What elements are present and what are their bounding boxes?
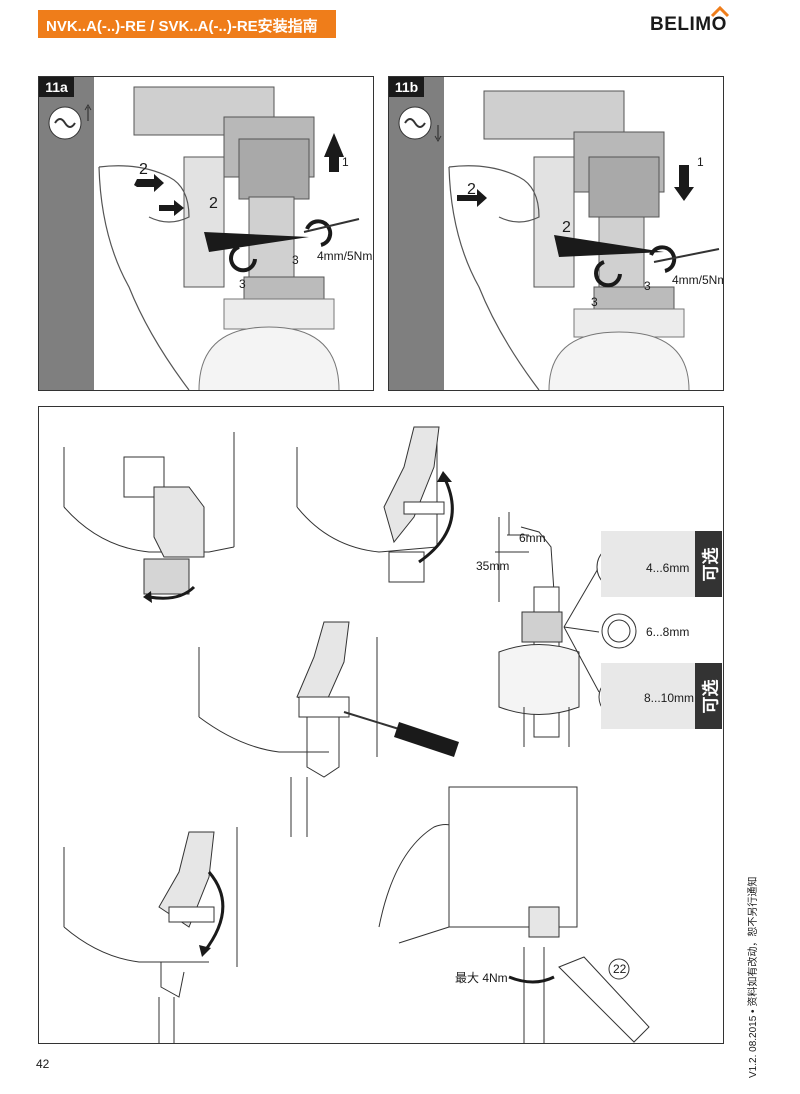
optional-option-box [601,663,697,729]
panel-11a: 11a 2 2 1 3 3 4mm/5Nm [38,76,374,391]
wrench-size-label: 22 [613,962,627,976]
brand-name: BELIMO [650,14,727,35]
step-3-label: 3 [292,253,299,267]
torque-label: 4mm/5Nm [317,249,373,263]
step-1-label: 1 [342,155,349,169]
step-3-label: 3 [644,279,651,293]
ring-size-large: 8...10mm [644,691,695,705]
strip-length-short: 6mm [519,531,546,545]
wiring-panel: 可选 可选 6mm 35mm 4...6mm 6...8mm 8...10mm … [38,406,724,1044]
step-3-label: 3 [239,277,246,291]
panel-tag: 11b [389,77,424,97]
optional-option-box [601,531,697,597]
logo-accent-icon [710,6,730,18]
step-2-label: 2 [562,219,571,236]
optional-badge: 可选 [695,663,722,729]
header-title-bar: NVK..A(-..)-RE / SVK..A(-..)-RE安装指南 [38,10,336,38]
step-2-label: 2 [139,161,148,178]
optional-label: 可选 [701,547,720,581]
strip-length-long: 35mm [476,559,510,573]
step-2-label: 2 [209,195,218,212]
torque-label: 4mm/5Nm [672,273,724,287]
actuator-illustration [398,90,720,390]
optional-badge: 可选 [695,531,722,597]
actuator-illustration [48,86,360,390]
ring-size-small: 4...6mm [646,561,690,575]
panel-11b: 11b 2 2 1 3 3 4mm/5Nm [388,76,724,391]
document-title: NVK..A(-..)-RE / SVK..A(-..)-RE安装指南 [46,18,318,35]
max-torque-label: 最大 4Nm [455,971,508,985]
version-note: V1.2. 08.2015 • 资料如有改动，恕不另行通知 [748,876,759,1078]
step-1-label: 1 [697,155,704,169]
ring-size-medium: 6...8mm [646,625,690,639]
step-3-label: 3 [591,295,598,309]
panel-tag: 11a [39,77,74,97]
brand-logo: BELIMO [650,6,730,36]
page-number: 42 [36,1057,50,1071]
step-2-label: 2 [467,181,476,198]
optional-label: 可选 [701,679,720,713]
